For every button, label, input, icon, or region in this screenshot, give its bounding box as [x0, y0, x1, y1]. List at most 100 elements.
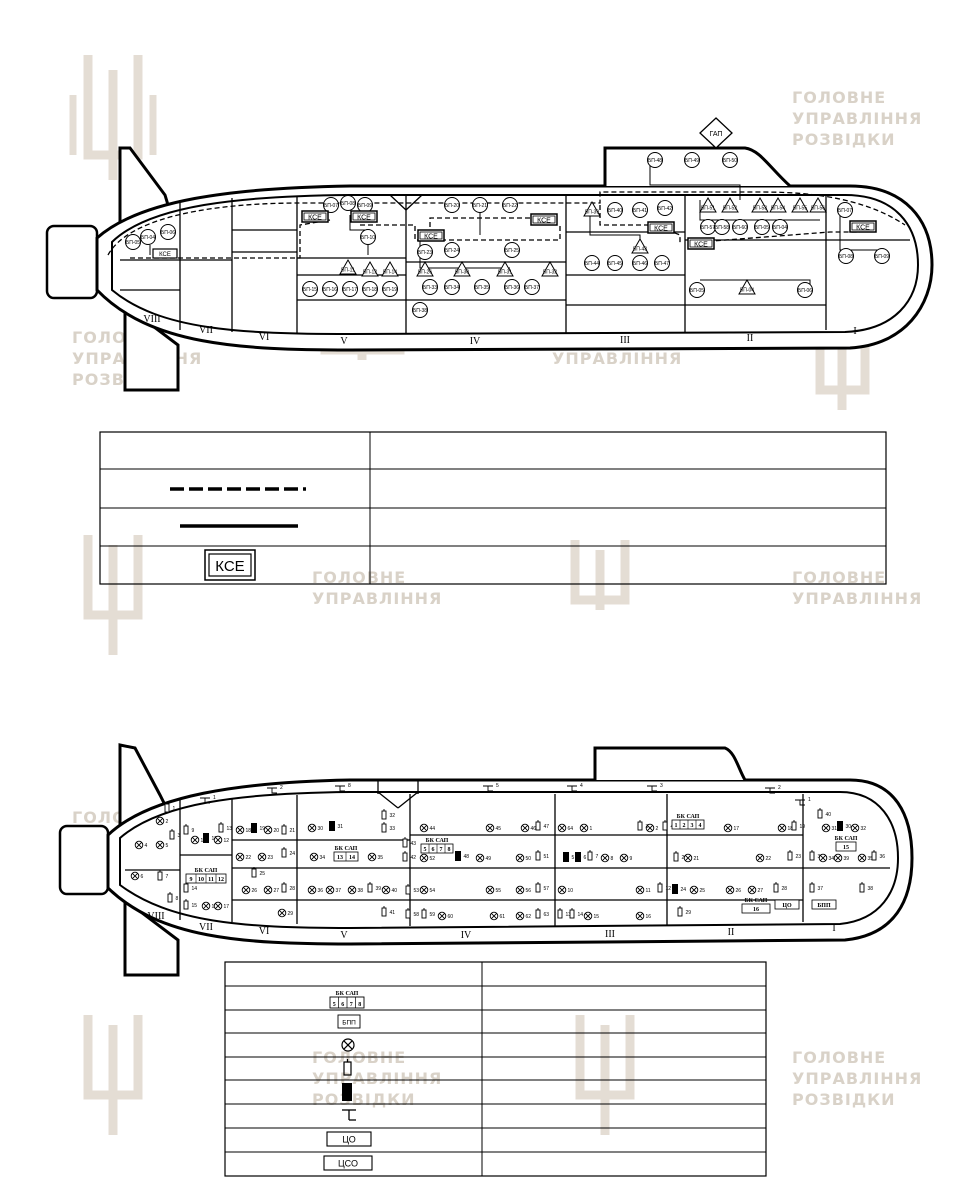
- svg-text:23: 23: [268, 855, 274, 861]
- equipment-item: 18: [235, 825, 251, 835]
- bpp-box: БПП: [811, 899, 837, 910]
- svg-text:2: 2: [683, 823, 686, 829]
- svg-text:29: 29: [686, 910, 692, 916]
- compartment-label: VI: [259, 926, 270, 937]
- svg-text:7: 7: [350, 1002, 353, 1008]
- equipment-item: 63: [535, 908, 549, 919]
- antenna-icon: 3: [647, 783, 663, 792]
- svg-text:УПРАВЛІННЯ: УПРАВЛІННЯ: [792, 1069, 922, 1088]
- svg-text:17: 17: [224, 904, 230, 910]
- svg-text:11: 11: [208, 877, 214, 883]
- svg-text:39: 39: [376, 886, 382, 892]
- svg-text:БК САП: БК САП: [677, 814, 700, 820]
- svg-text:19: 19: [260, 826, 266, 832]
- equipment-item: 53: [405, 884, 419, 895]
- equipment-unit: БП-33: [422, 279, 438, 295]
- equipment-item: 22: [755, 853, 771, 863]
- kce-boxes: КСЕ КСЕ КСЕ КСЕ КСЕ КСЕ: [152, 210, 877, 259]
- svg-text:1: 1: [213, 795, 216, 801]
- equipment-item: 55: [485, 885, 501, 895]
- equipment-item: 47: [535, 820, 549, 831]
- equipment-item: 62: [515, 911, 532, 921]
- kce-box: КСЕ: [417, 229, 445, 242]
- equipment-item: 28: [773, 882, 787, 893]
- svg-text:1: 1: [675, 823, 678, 829]
- svg-text:27: 27: [274, 888, 280, 894]
- svg-text:62: 62: [526, 914, 532, 920]
- svg-text:36: 36: [318, 888, 324, 894]
- compartment-labels-1: VIII VII VI V IV III II I: [143, 314, 856, 347]
- svg-text:4: 4: [580, 783, 583, 789]
- equipment-item: 48: [455, 851, 469, 861]
- compartment-label: VII: [199, 922, 213, 933]
- equipment-unit: БП-53: [751, 196, 769, 213]
- compartment-label: II: [747, 333, 754, 344]
- svg-text:42: 42: [411, 855, 417, 861]
- equipment-item: 51: [535, 850, 550, 861]
- svg-text:БП-58: БП-58: [715, 225, 729, 231]
- svg-text:БК САП: БК САП: [426, 838, 449, 844]
- equipment-item: 46: [520, 823, 536, 833]
- watermark-text: ГОЛОВНЕ УПРАВЛІННЯ РОЗВІДКИ: [792, 88, 921, 149]
- compartment-label: VIII: [143, 314, 160, 325]
- equipment-item: 15: [583, 911, 599, 921]
- equipment-item: 43: [402, 837, 417, 848]
- bulkheads: [125, 780, 890, 926]
- equipment-item: 19: [791, 820, 805, 831]
- svg-text:БП-18: БП-18: [363, 287, 377, 293]
- svg-text:БП-16: БП-16: [323, 287, 337, 293]
- svg-text:БП-04: БП-04: [141, 235, 155, 241]
- equipment-unit: БП-39: [583, 200, 601, 217]
- equipment-item: 31: [329, 821, 343, 831]
- svg-text:2: 2: [166, 819, 169, 825]
- watermark-text: ГОЛОВНЕ УПРАВЛІННЯ РОЗВІДКИ: [792, 1048, 922, 1109]
- legend-cso-symbol: ЦСО: [323, 1155, 373, 1171]
- lower-tail-fin: [123, 896, 180, 977]
- svg-text:26: 26: [252, 888, 258, 894]
- svg-text:21: 21: [290, 828, 296, 834]
- svg-text:25: 25: [700, 888, 706, 894]
- equipment-item: 49: [475, 853, 491, 863]
- svg-text:45: 45: [496, 826, 502, 832]
- equipment-item: 6: [130, 871, 144, 881]
- equipment-unit: БП-47: [654, 255, 670, 271]
- svg-text:37: 37: [336, 888, 342, 894]
- equipment-item: 22: [235, 852, 251, 862]
- svg-text:13: 13: [566, 912, 572, 918]
- svg-text:6: 6: [341, 1002, 344, 1008]
- svg-text:БП-55: БП-55: [793, 206, 807, 212]
- svg-text:51: 51: [544, 854, 550, 860]
- kce-box: КСЕ: [647, 221, 675, 234]
- svg-text:БП-37: БП-37: [525, 285, 539, 291]
- compartment-label: VI: [259, 332, 270, 343]
- compartment-label: III: [620, 335, 630, 346]
- equipment-item: 25: [689, 885, 706, 895]
- equipment-item: 18: [777, 823, 793, 833]
- equipment-item: 38: [859, 882, 874, 893]
- svg-text:4: 4: [145, 843, 148, 849]
- svg-text:БП-42: БП-42: [658, 206, 672, 212]
- legend-1-table: КСЕ: [99, 431, 887, 585]
- compartment-label: II: [728, 927, 735, 938]
- svg-text:БП-50: БП-50: [723, 158, 737, 164]
- svg-text:38: 38: [868, 886, 874, 892]
- svg-text:43: 43: [411, 841, 417, 847]
- equipment-unit: БП-50: [722, 152, 738, 168]
- svg-text:БП-45: БП-45: [608, 261, 622, 267]
- compartment-label: IV: [470, 336, 481, 347]
- bk-sap-block: БК САП 16: [741, 898, 771, 914]
- svg-text:26: 26: [736, 888, 742, 894]
- svg-text:24: 24: [681, 887, 687, 893]
- compartment-label: VII: [199, 325, 213, 336]
- diagram-2-items: 1234567891011121314151617181920212223242…: [130, 783, 885, 921]
- antenna-icon: 2: [267, 785, 283, 794]
- svg-text:39: 39: [844, 856, 850, 862]
- svg-text:БП-48: БП-48: [648, 158, 662, 164]
- equipment-item: 10: [557, 885, 573, 895]
- bk-sap-block: БК САП 5 6 7 8: [420, 838, 454, 854]
- svg-text:БП-05: БП-05: [690, 288, 704, 294]
- svg-text:БП-32: БП-32: [543, 270, 557, 276]
- svg-text:32: 32: [861, 826, 867, 832]
- kce-box: КСЕ: [350, 210, 378, 223]
- equipment-unit: БП-04: [738, 278, 756, 295]
